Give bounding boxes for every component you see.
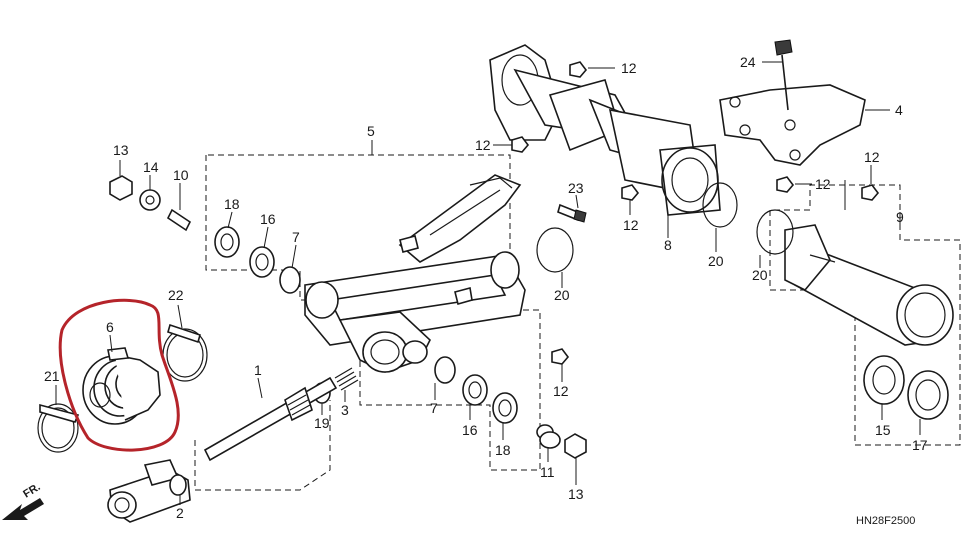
callout-3: 3 <box>341 402 349 418</box>
nut-12-d <box>776 176 795 193</box>
dust-seal-7-right <box>434 356 456 384</box>
o-ring-20b <box>702 182 738 228</box>
bearing-18-left <box>214 226 240 258</box>
callout-5: 5 <box>367 123 375 139</box>
callout-16: 16 <box>462 422 478 438</box>
callout-10: 10 <box>173 167 189 183</box>
callout-22: 22 <box>168 287 184 303</box>
o-ring-20a <box>536 227 574 273</box>
callout-18: 18 <box>495 442 511 458</box>
callout-21: 21 <box>44 368 60 384</box>
swingarm-group-outline <box>205 154 541 471</box>
nut-12-e <box>861 184 880 201</box>
oil-seal-15 <box>863 355 905 405</box>
callout-12: 12 <box>553 383 569 399</box>
callout-20: 20 <box>708 253 724 269</box>
callout-13: 13 <box>113 142 129 158</box>
callout-12: 12 <box>815 176 831 192</box>
callout-12: 12 <box>864 149 880 165</box>
callout-6: 6 <box>106 319 114 335</box>
nut-12-a <box>569 61 588 78</box>
callout-19: 19 <box>314 415 330 431</box>
mounting-bracket <box>719 84 866 166</box>
bearing-16-right <box>462 374 488 406</box>
callout-1: 1 <box>254 362 262 378</box>
callout-4: 4 <box>895 102 903 118</box>
callout-8: 8 <box>664 237 672 253</box>
axle-housing <box>784 224 954 346</box>
bearing-18-right <box>492 392 518 424</box>
highlight-circle <box>58 298 180 452</box>
callout-12: 12 <box>621 60 637 76</box>
leader-lines <box>55 61 921 505</box>
nut-13-top <box>109 175 133 201</box>
bolt-23 <box>557 203 587 223</box>
nut-12-f <box>551 348 570 365</box>
callout-7: 7 <box>292 229 300 245</box>
bearing-17 <box>907 370 949 420</box>
universal-joint <box>107 459 191 523</box>
bracket-bolt-24 <box>774 39 793 111</box>
callout-9: 9 <box>896 209 904 225</box>
callout-20: 20 <box>752 267 768 283</box>
direction-label: FR. <box>21 481 42 501</box>
nut-12-c <box>621 184 640 201</box>
propeller-shaft-group-outline <box>194 400 331 491</box>
rear-axle-housing-group-outline <box>769 184 961 446</box>
callout-23: 23 <box>568 180 584 196</box>
callout-2: 2 <box>176 505 184 521</box>
callout-17: 17 <box>912 437 928 453</box>
diagram-code: HN28F2500 <box>856 515 915 527</box>
washer-14 <box>139 189 161 211</box>
callout-14: 14 <box>143 159 159 175</box>
rubber-boot <box>82 347 161 425</box>
swingarm <box>304 174 526 373</box>
stud-10 <box>166 208 192 232</box>
boot-clamp-21 <box>37 403 80 453</box>
nut-13-bottom <box>564 433 587 459</box>
bearing-16-left <box>249 246 275 278</box>
final-gear-case <box>489 44 721 216</box>
dust-seal-7-left <box>279 266 301 294</box>
callout-13: 13 <box>568 486 584 502</box>
callout-12: 12 <box>623 217 639 233</box>
propeller-shaft <box>203 376 338 462</box>
callout-11: 11 <box>540 464 555 480</box>
front-direction-arrow: FR. <box>2 481 44 520</box>
callout-24: 24 <box>740 54 756 70</box>
spring-3 <box>334 367 359 391</box>
callout-18: 18 <box>224 196 240 212</box>
callout-20: 20 <box>554 287 570 303</box>
callout-16: 16 <box>260 211 276 227</box>
callout-12: 12 <box>475 137 491 153</box>
bolt-11 <box>536 424 561 449</box>
nut-12-b <box>511 136 530 153</box>
callout-7: 7 <box>430 400 438 416</box>
o-ring-20c <box>756 209 794 255</box>
callout-15: 15 <box>875 422 891 438</box>
